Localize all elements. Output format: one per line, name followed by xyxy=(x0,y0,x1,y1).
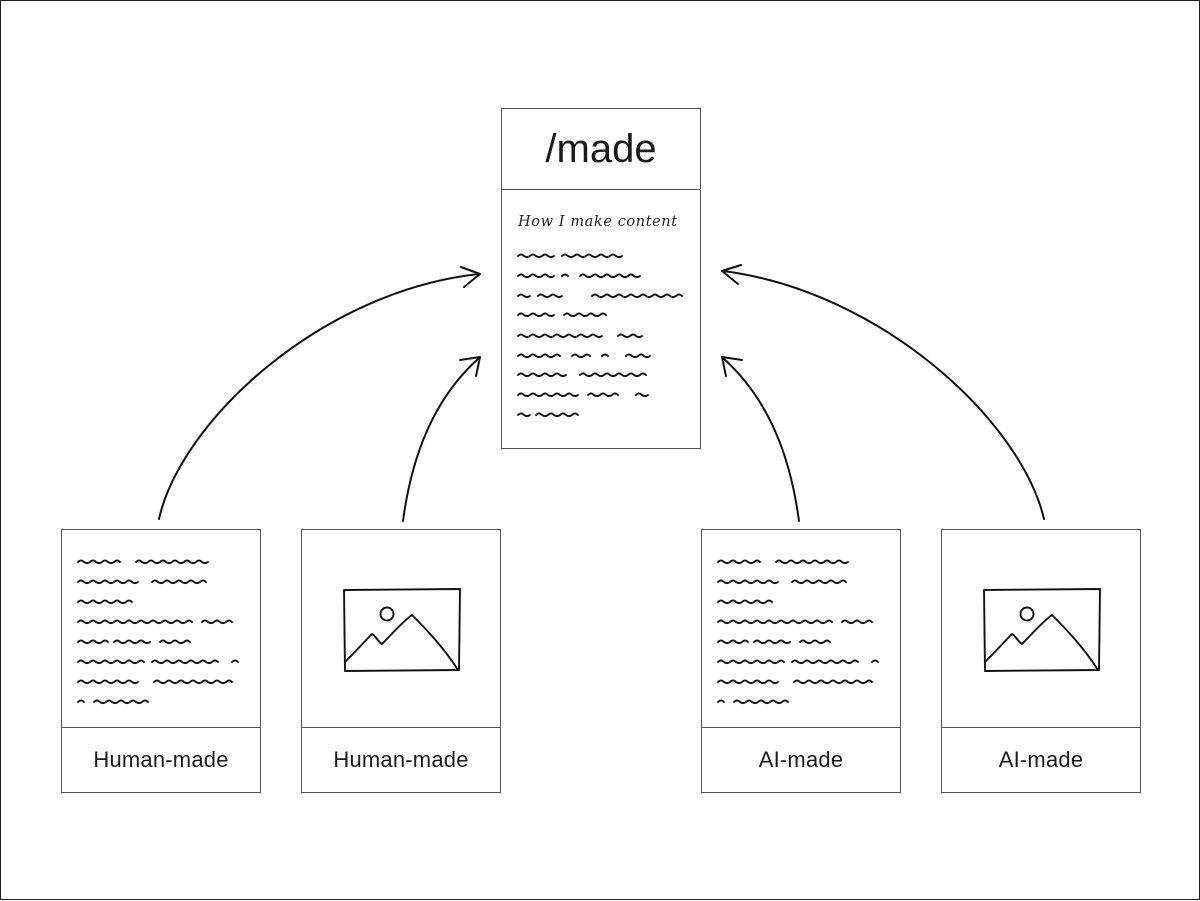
made-page-subtitle: How I make content xyxy=(518,214,678,230)
text-scribble-lines xyxy=(77,559,239,705)
made-page-title: /made xyxy=(502,109,700,190)
arrow-ai-image xyxy=(721,264,1045,520)
human-made-text-card: Human-made xyxy=(61,529,261,793)
arrow-human-text xyxy=(158,266,481,520)
made-page-card: /made How I make content xyxy=(501,108,701,449)
made-page-scribble-text xyxy=(517,253,683,418)
image-icon xyxy=(343,588,461,672)
text-scribble-lines xyxy=(717,559,879,705)
human-made-image-label: Human-made xyxy=(302,727,500,792)
ai-made-image-card: AI-made xyxy=(941,529,1141,793)
image-icon xyxy=(983,588,1101,672)
human-made-image-card: Human-made xyxy=(301,529,501,793)
arrow-human-image xyxy=(402,356,481,522)
human-made-text-label: Human-made xyxy=(62,727,260,792)
arrow-ai-text xyxy=(721,356,800,522)
ai-made-text-label: AI-made xyxy=(702,727,900,792)
ai-made-text-card: AI-made xyxy=(701,529,901,793)
ai-made-image-label: AI-made xyxy=(942,727,1140,792)
